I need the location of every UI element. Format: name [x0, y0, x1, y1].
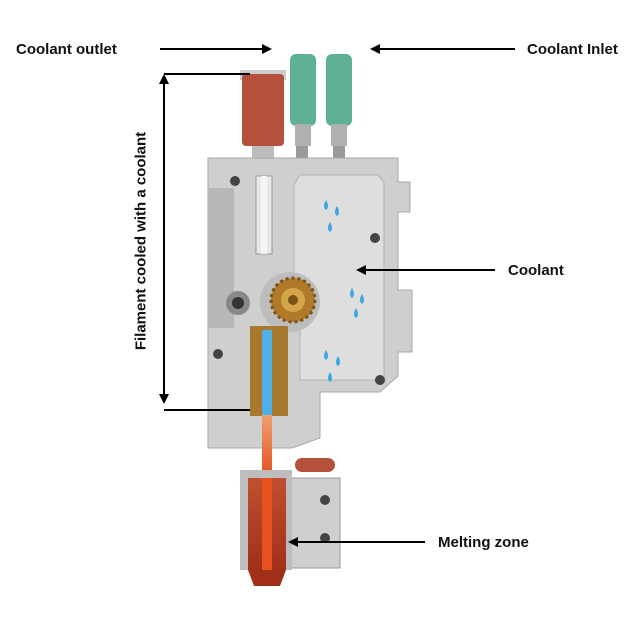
heater-block — [289, 458, 341, 569]
melting-zone — [240, 470, 292, 586]
water-drops — [324, 200, 364, 382]
label-filament-cooled: Filament cooled with a coolant — [132, 131, 150, 351]
label-coolant-outlet: Coolant outlet — [16, 41, 117, 58]
coolant-outlet-tube — [240, 70, 286, 162]
hot-filament — [262, 415, 272, 490]
callout-arrows — [159, 44, 515, 547]
label-coolant: Coolant — [508, 262, 564, 279]
coolant-inlet-tubes — [290, 54, 352, 162]
label-coolant-inlet: Coolant Inlet — [527, 41, 618, 58]
filament-channel — [255, 175, 273, 255]
label-melting-zone: Melting zone — [438, 534, 529, 551]
drive-gear — [269, 276, 317, 324]
heatbreak — [250, 326, 288, 430]
